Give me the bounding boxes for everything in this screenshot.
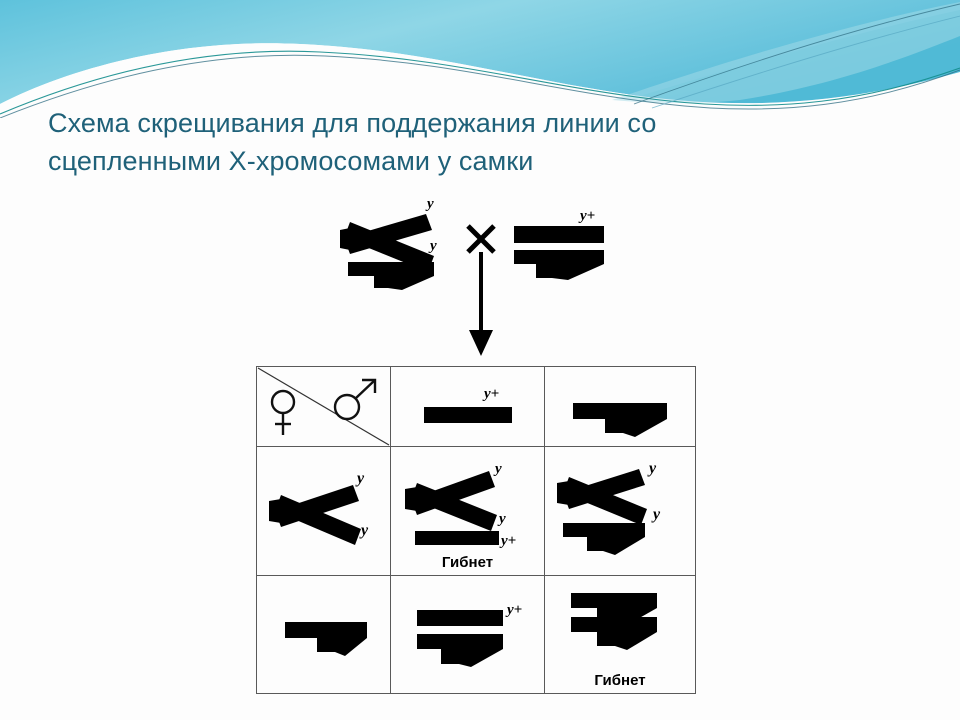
punnett-cell-attached-x-plus-y: y y	[544, 446, 696, 576]
gamete-label-upper: y	[355, 470, 365, 487]
y-chromosome-icon	[285, 622, 367, 656]
punnett-row-gamete-attached-x: y y	[256, 446, 391, 576]
female-parent-attached-x-chromosome	[340, 214, 434, 290]
attached-x-chromosome-icon: y y	[269, 470, 369, 545]
gender-split-cell	[257, 367, 390, 446]
page-title-line-1: Схема скрещивания для поддержания линии …	[48, 108, 657, 138]
x-chromosome-icon: y+	[424, 386, 512, 423]
mars-symbol	[333, 378, 377, 421]
female-gene-label-upper: y	[425, 196, 434, 212]
cell-label-2: y	[651, 506, 661, 523]
status-badge-lethal-1: Гибнет	[441, 554, 494, 571]
gamete-label-lower: y	[359, 522, 369, 539]
cross-operator-icon	[466, 224, 496, 254]
punnett-cell-x-plus-y: y+	[390, 575, 545, 694]
attached-x-plus-x-icon: y y y+	[405, 461, 516, 549]
male-gene-label: y+	[578, 208, 595, 224]
punnett-header-x-chromosome: y+	[390, 366, 545, 447]
punnett-row-gamete-y	[256, 575, 391, 694]
cell-label-1: y	[493, 461, 502, 477]
punnett-cell-y-plus-y: Гибнет	[544, 575, 696, 694]
female-gene-label-lower: y	[428, 238, 437, 254]
table-row-y-chromosome: y+ Гибнет	[256, 575, 696, 694]
x-plus-y-icon: y+	[417, 602, 522, 667]
attached-x-plus-y-icon: y y	[557, 460, 661, 555]
cell-label-3: y+	[499, 533, 516, 549]
table-row-header: y+	[256, 366, 696, 447]
venus-symbol	[270, 389, 296, 435]
down-arrow-icon	[469, 252, 493, 356]
status-badge-lethal-2: Гибнет	[594, 671, 646, 689]
page-title-line-2: сцепленными Х-хромосомами у самки	[48, 146, 534, 176]
y-plus-y-icon	[571, 592, 657, 650]
punnett-header-y-chromosome	[544, 366, 696, 447]
cell-label-1: y	[647, 460, 657, 477]
punnett-square-table: y+ y y	[256, 366, 696, 694]
parental-cross-diagram: y y y+	[340, 196, 604, 356]
y-chromosome-icon	[573, 403, 667, 437]
cell-label-2: y	[497, 511, 506, 527]
table-row-attached-x: y y y y y+	[256, 446, 696, 576]
wave-header-decoration	[0, 0, 960, 118]
header-gene-label-col1: y+	[482, 386, 499, 402]
male-parent-x-and-y-chromosome	[514, 226, 604, 280]
page-title: Схема скрещивания для поддержания линии …	[48, 104, 688, 180]
cell-label-1: y+	[505, 602, 522, 618]
punnett-cell-attached-x-plus-x: y y y+ Гибнет	[390, 446, 545, 576]
punnett-corner-cell	[256, 366, 391, 447]
